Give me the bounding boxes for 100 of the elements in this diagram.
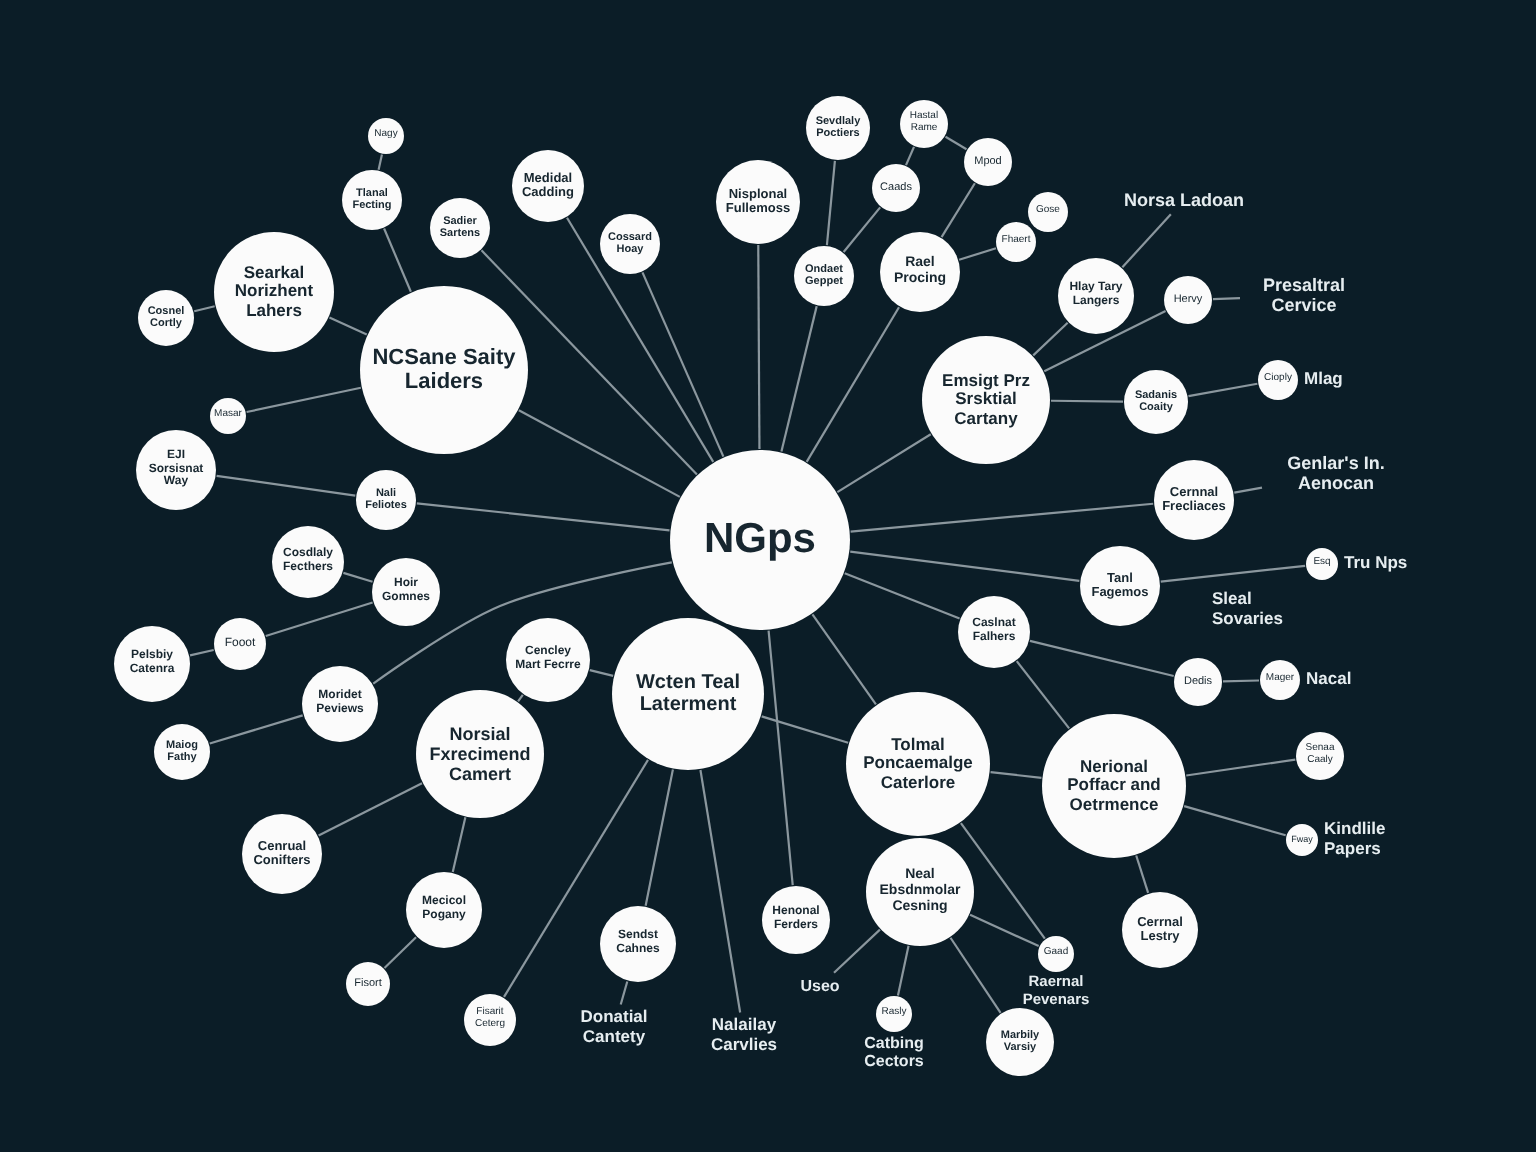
topic-caption: Tru Nps bbox=[1344, 554, 1410, 574]
topic-circle bbox=[1164, 276, 1212, 324]
topic-circle bbox=[210, 398, 246, 434]
topic-text: Norsa Ladoan bbox=[1104, 189, 1264, 211]
connector-line bbox=[329, 316, 368, 336]
connector-line bbox=[896, 945, 910, 996]
connector-line bbox=[1222, 679, 1260, 683]
connector-line bbox=[189, 648, 214, 657]
connector-line bbox=[1186, 758, 1296, 777]
connector-line bbox=[1160, 564, 1306, 583]
topic-circle bbox=[600, 906, 676, 982]
topic-caption: Mlag bbox=[1304, 370, 1343, 390]
connector-line bbox=[825, 160, 836, 246]
connector-line bbox=[451, 817, 467, 873]
topic-circle bbox=[506, 618, 590, 702]
topic-circle bbox=[880, 232, 960, 312]
topic-label: Tolmal Poncaemalge Caterlore bbox=[861, 735, 975, 793]
topic-label: Wcten Teal Laterment bbox=[633, 671, 743, 717]
topic-circle bbox=[214, 618, 266, 670]
connector-line bbox=[811, 613, 877, 705]
topic-circle bbox=[342, 170, 402, 230]
hub-circle bbox=[670, 450, 850, 630]
topic-circle bbox=[866, 838, 974, 946]
topic-circle bbox=[242, 814, 322, 894]
topic-label: NGps bbox=[703, 516, 816, 564]
connector-line bbox=[757, 245, 761, 449]
topic-text: Nalailay Carvlies bbox=[694, 1016, 794, 1056]
connector-line bbox=[1183, 805, 1286, 837]
connector-line bbox=[780, 305, 818, 452]
connector-line bbox=[949, 937, 1002, 1014]
topic-circle bbox=[964, 138, 1012, 186]
topic-text: Useo bbox=[780, 976, 860, 996]
topic-caption: Catbing Cectors bbox=[862, 1034, 926, 1071]
connector-line bbox=[644, 769, 674, 906]
connector-line bbox=[1212, 297, 1241, 301]
topic-circle bbox=[958, 596, 1030, 668]
topic-circle bbox=[1260, 660, 1300, 700]
topic-circle bbox=[1296, 732, 1344, 780]
connector-line bbox=[833, 928, 881, 974]
connector-line bbox=[343, 571, 373, 583]
topic-text: Genlar's In. Aenocan bbox=[1266, 453, 1406, 495]
connector-line bbox=[503, 759, 649, 998]
topic-circle bbox=[794, 246, 854, 306]
topic-circle bbox=[302, 666, 378, 742]
connector-line bbox=[905, 146, 915, 166]
connector-line bbox=[480, 249, 698, 476]
connector-line bbox=[850, 550, 1080, 582]
connector-line bbox=[1043, 310, 1167, 373]
connector-line bbox=[940, 182, 976, 238]
topic-circle bbox=[464, 994, 516, 1046]
topic-circle bbox=[114, 626, 190, 702]
connector-line bbox=[265, 601, 373, 637]
topic-circle bbox=[1286, 824, 1318, 856]
connector-line bbox=[377, 154, 383, 170]
topic-circle bbox=[1080, 546, 1160, 626]
topic-text: Donatial Cantety bbox=[564, 1008, 664, 1048]
topic-caption: Kindlile Papers bbox=[1324, 820, 1388, 860]
connector-line bbox=[416, 502, 670, 532]
connector-line bbox=[844, 572, 960, 620]
topic-circle bbox=[154, 724, 210, 780]
connector-line bbox=[990, 771, 1042, 779]
connector-line bbox=[518, 409, 681, 498]
topic-circle bbox=[1154, 460, 1234, 540]
connector-line bbox=[850, 502, 1154, 533]
topic-label: NCSane Saity Laiders bbox=[371, 345, 517, 395]
connector-line bbox=[517, 694, 524, 702]
connector-line bbox=[1032, 322, 1069, 357]
topic-circle bbox=[762, 886, 830, 954]
topic-circle bbox=[922, 336, 1050, 464]
topic-circle bbox=[512, 150, 584, 222]
connector-line bbox=[1029, 639, 1174, 678]
topic-circle bbox=[806, 96, 870, 160]
connector-line bbox=[1135, 855, 1150, 894]
connector-line bbox=[805, 306, 900, 463]
topic-circle bbox=[1122, 892, 1198, 968]
connector-line bbox=[318, 782, 423, 837]
connector-line bbox=[944, 135, 968, 151]
topic-circle bbox=[1258, 360, 1298, 400]
topic-circle bbox=[1028, 192, 1068, 232]
free-label: Sleal Sovaries bbox=[1212, 590, 1285, 630]
topic-circle bbox=[430, 198, 490, 258]
connector-line bbox=[383, 936, 417, 969]
connector-line bbox=[216, 474, 356, 497]
topic-circle bbox=[136, 430, 216, 510]
topic-caption: Nacal bbox=[1306, 670, 1352, 690]
connector-line bbox=[836, 433, 932, 493]
topic-circle bbox=[406, 872, 482, 948]
topic-text: Presaltral Cervice bbox=[1244, 275, 1364, 317]
topic-circle bbox=[372, 558, 440, 626]
topic-circle bbox=[986, 1008, 1054, 1076]
topic-circle bbox=[1174, 658, 1222, 706]
topic-circle bbox=[996, 222, 1036, 262]
connector-line bbox=[1051, 399, 1123, 403]
connector-line bbox=[641, 271, 725, 458]
connector-line bbox=[958, 247, 997, 261]
connector-line bbox=[1121, 213, 1172, 268]
topic-circle bbox=[600, 214, 660, 274]
topic-circle bbox=[876, 996, 912, 1032]
topic-circle bbox=[356, 470, 416, 530]
connector-line bbox=[566, 217, 715, 463]
